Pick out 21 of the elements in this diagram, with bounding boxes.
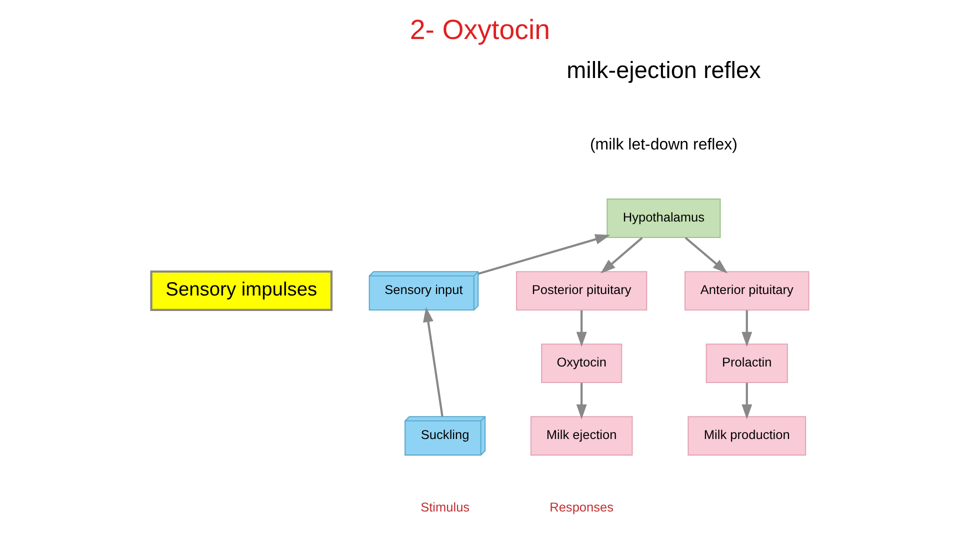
- node-box: Oxytocin: [541, 344, 622, 384]
- label: milk-ejection reflex: [566, 57, 761, 84]
- arrow: [576, 382, 587, 420]
- arrow: [423, 307, 444, 417]
- arrow: [600, 237, 643, 274]
- diagram-title: 2- Oxytocin: [410, 14, 550, 45]
- arrow: [478, 234, 610, 275]
- arrow: [684, 237, 728, 274]
- node-box: Posterior pituitary: [516, 271, 648, 311]
- label: (milk let-down reflex): [590, 136, 738, 154]
- node-box: Sensory impulses: [150, 270, 333, 312]
- arrow: [742, 310, 752, 347]
- arrow: [576, 310, 587, 347]
- label: Stimulus: [420, 500, 470, 515]
- node-box: Hypothalamus: [606, 198, 721, 238]
- arrow: [742, 382, 752, 420]
- node-box: Milk production: [688, 416, 806, 456]
- node-box: Prolactin: [706, 344, 788, 384]
- node-box: Anterior pituitary: [684, 271, 810, 311]
- label: Responses: [550, 500, 614, 515]
- node-box: Milk ejection: [530, 416, 633, 456]
